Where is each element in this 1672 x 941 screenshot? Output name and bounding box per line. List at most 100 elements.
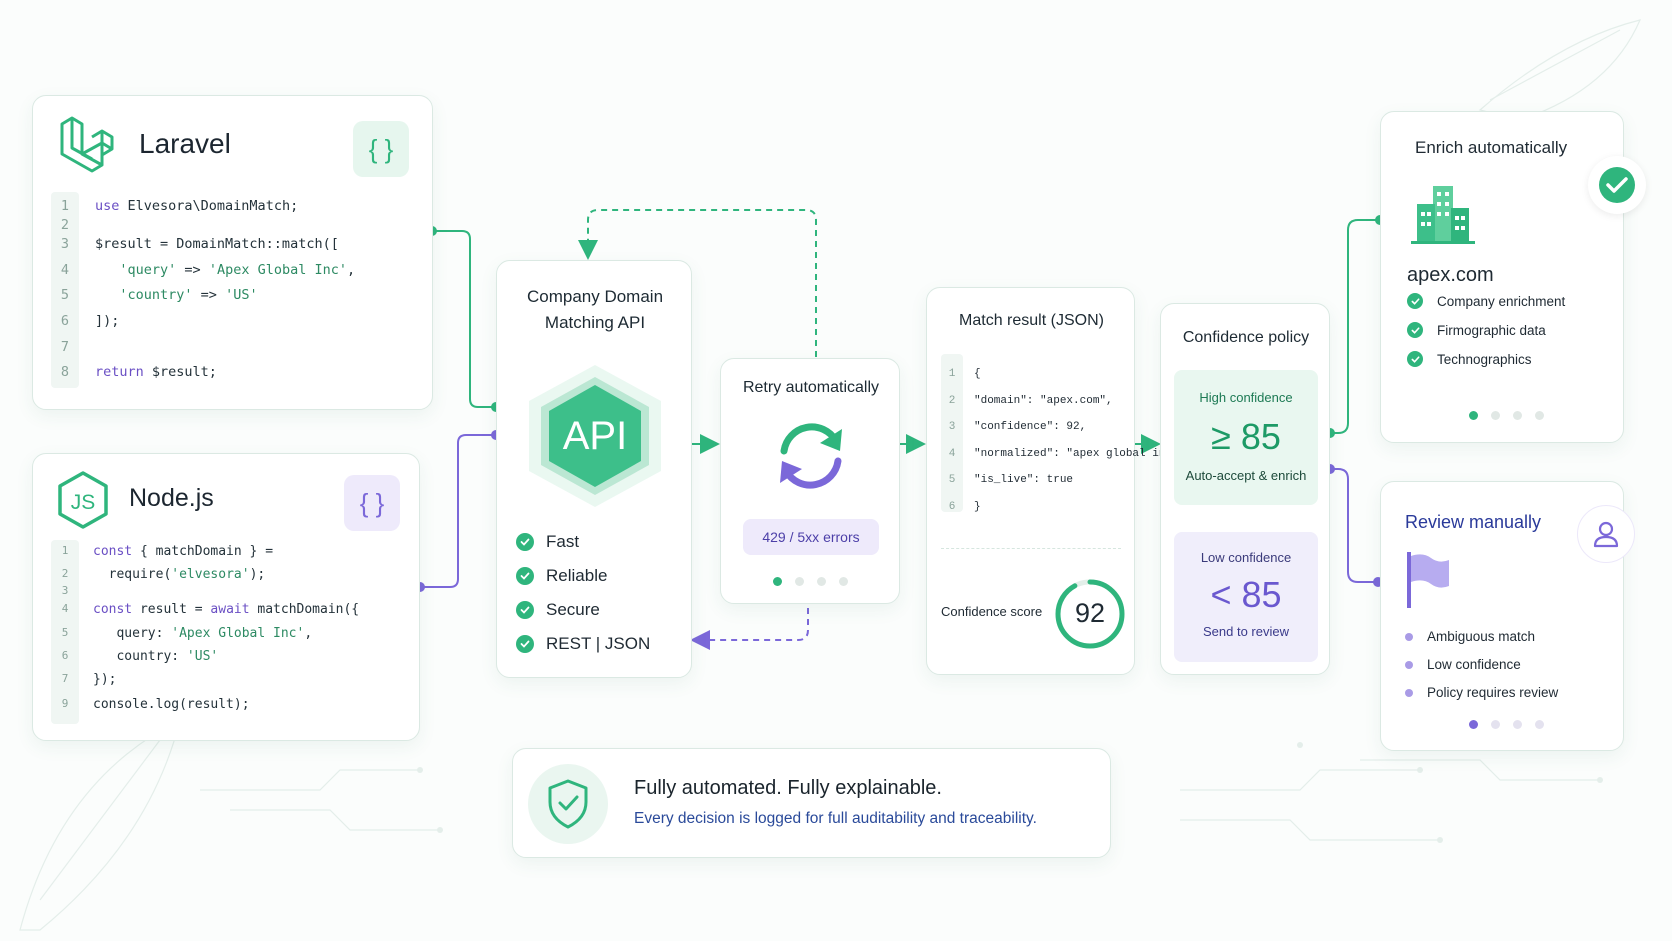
code-line-number: 4 — [60, 262, 70, 278]
review-page-dot-4[interactable] — [1535, 720, 1544, 729]
code-line-number: 5 — [60, 287, 70, 303]
code-line-number: 6 — [61, 649, 69, 662]
confidence-policy-card: Confidence policy High confidence ≥ 85 A… — [1160, 303, 1330, 675]
json-line-number: 3 — [948, 421, 956, 433]
enrich-page-dot-1[interactable] — [1469, 411, 1478, 420]
api-feature-label: Secure — [546, 600, 600, 619]
json-line: "domain": "apex.com", — [974, 394, 1113, 407]
check-badge-icon — [1588, 156, 1646, 214]
json-line-number: 5 — [948, 474, 956, 486]
bullet-dot — [1405, 688, 1413, 697]
enrich-domain: apex.com — [1407, 264, 1494, 286]
laravel-logo-icon — [60, 116, 114, 173]
retry-errors-badge: 429 / 5xx errors — [743, 519, 879, 555]
code-line-number: 6 — [60, 313, 70, 329]
code-line-number: 4 — [61, 602, 69, 615]
enrich-item-label: Company enrichment — [1437, 293, 1566, 309]
nodejs-code-icon: { } — [344, 475, 400, 531]
api-feature-label: Fast — [546, 532, 580, 551]
review-page-dot-1[interactable] — [1469, 720, 1478, 729]
json-line: "normalized": "apex global inc", — [974, 447, 1186, 460]
review-page-dot-2[interactable] — [1491, 720, 1500, 729]
refresh-icon — [780, 423, 842, 489]
review-page-dot-3[interactable] — [1513, 720, 1522, 729]
review-item: Policy requires review — [1405, 685, 1558, 700]
api-feature-item: REST | JSON — [516, 634, 650, 654]
building-icon — [1411, 186, 1475, 244]
high-confidence-box: High confidence ≥ 85 Auto-accept & enric… — [1174, 370, 1318, 505]
enrich-card: Enrich automatically apex.com Company en… — [1380, 111, 1646, 443]
retry-page-dot-2[interactable] — [795, 577, 804, 586]
code-line: $result = DomainMatch::match([ — [95, 236, 339, 252]
retry-page-dot-1[interactable] — [773, 577, 782, 586]
api-feature-item: Reliable — [516, 566, 607, 586]
review-item: Low confidence — [1405, 657, 1521, 672]
check-icon — [516, 567, 534, 585]
footer-banner: Fully automated. Fully explainable. Ever… — [512, 748, 1111, 858]
json-line: } — [974, 500, 981, 513]
code-line: country: 'US' — [93, 649, 219, 664]
laravel-to-api-line — [427, 226, 501, 412]
nodejs-logo-icon: JS — [58, 471, 108, 529]
review-item-label: Low confidence — [1427, 657, 1521, 672]
check-icon — [1407, 322, 1423, 338]
json-line-number: 2 — [948, 394, 956, 407]
flag-icon — [1407, 552, 1449, 608]
score-label: Confidence score — [941, 604, 1043, 619]
retry-card: Retry automatically 429 / 5xx errors — [720, 358, 900, 604]
retry-return-arrow — [690, 608, 809, 650]
code-line: const result = await matchDomain({ — [93, 602, 360, 617]
enrich-page-dot-4[interactable] — [1535, 411, 1544, 420]
check-icon — [516, 635, 534, 653]
retry-title: Retry automatically — [742, 379, 880, 396]
check-icon — [516, 601, 534, 619]
code-line: const { matchDomain } = — [93, 544, 274, 559]
match-result-card: Match result (JSON) 1{2"domain": "apex.c… — [926, 287, 1185, 675]
enrich-item: Technographics — [1407, 351, 1532, 367]
api-feature-label: REST | JSON — [546, 634, 651, 653]
code-line-number: 1 — [61, 544, 69, 557]
retry-page-dot-4[interactable] — [839, 577, 848, 586]
match-title: Match result (JSON) — [959, 312, 1104, 329]
retry-page-dot-3[interactable] — [817, 577, 826, 586]
review-title: Review manually — [1405, 512, 1542, 532]
code-line-number: 2 — [60, 217, 70, 233]
check-icon — [516, 533, 534, 551]
code-line-number: 9 — [61, 697, 69, 710]
code-line: 'query' => 'Apex Global Inc', — [119, 262, 356, 278]
high-confidence-value: ≥ 85 — [1211, 416, 1281, 457]
code-line-number: 7 — [60, 339, 70, 355]
policy-to-enrich-line — [1325, 215, 1385, 438]
code-line: return $result; — [95, 364, 217, 380]
enrich-item-label: Technographics — [1437, 351, 1532, 367]
enrich-item: Firmographic data — [1407, 322, 1546, 338]
api-feature-item: Fast — [516, 532, 579, 552]
score-ring — [1055, 579, 1125, 649]
code-line-number: 8 — [60, 364, 70, 380]
review-item-label: Policy requires review — [1427, 685, 1559, 700]
enrich-page-dot-2[interactable] — [1491, 411, 1500, 420]
node-to-api-line — [415, 430, 501, 592]
enrich-item: Company enrichment — [1407, 293, 1565, 309]
code-line: ]); — [95, 313, 120, 329]
code-line-number: 3 — [60, 236, 70, 252]
low-confidence-box: Low confidence < 85 Send to review — [1174, 532, 1318, 662]
enrich-item-label: Firmographic data — [1437, 322, 1546, 338]
low-confidence-action: Send to review — [1203, 624, 1289, 639]
code-line-number: 5 — [61, 626, 69, 639]
api-title-line1: Company Domain — [526, 287, 664, 306]
enrich-page-dot-3[interactable] — [1513, 411, 1522, 420]
json-line: "confidence": 92, — [974, 421, 1087, 433]
api-badge-text: API — [563, 414, 627, 458]
low-confidence-value: < 85 — [1210, 574, 1282, 615]
api-title-line2: Matching API — [544, 313, 646, 332]
policy-to-review-line — [1325, 464, 1383, 587]
json-line-number: 6 — [948, 500, 956, 513]
bullet-dot — [1405, 660, 1413, 669]
svg-text:JS: JS — [71, 491, 96, 514]
